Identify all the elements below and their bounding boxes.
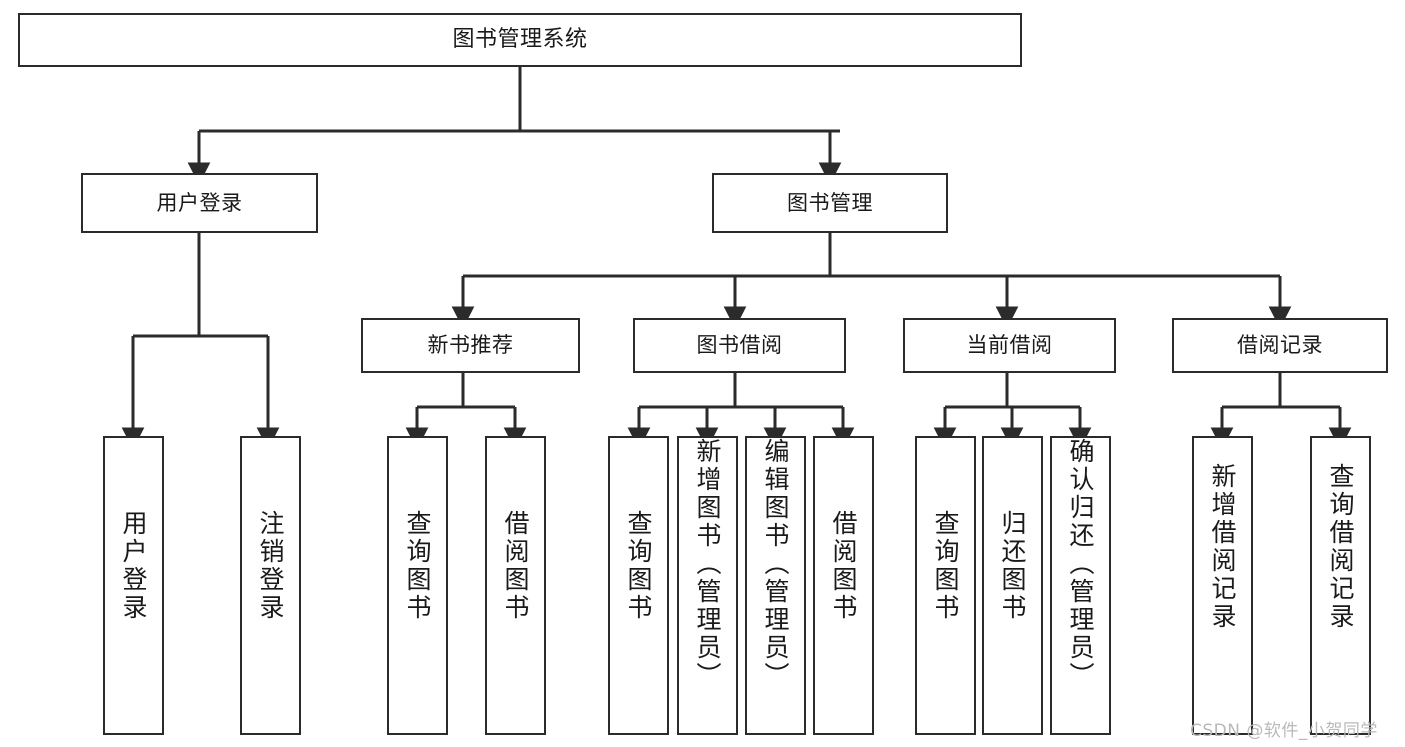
node-user-login-label: 用户登录 [156,190,243,215]
leaf-book-borrow-borrow-book[interactable]: 借阅图书 [813,436,874,735]
leaf-new-book-borrow-book[interactable]: 借阅图书 [485,436,546,735]
node-book-borrow-label: 图书借阅 [696,333,783,358]
leaf-book-borrow-borrow-book-label: 借阅图书 [829,510,858,622]
leaf-current-borrow-query-book[interactable]: 查询图书 [915,436,976,735]
csdn-watermark: CSDN @软件_小贺同学 [1190,721,1378,741]
node-current-borrow[interactable]: 当前借阅 [903,318,1116,373]
node-book-borrow[interactable]: 图书借阅 [633,318,846,373]
leaf-current-borrow-confirm-return-admin-label: 确认归还（管理员） [1066,438,1095,690]
node-root-system-label: 图书管理系统 [452,27,588,53]
leaf-user-login-logout[interactable]: 注销登录 [240,436,301,735]
leaf-current-borrow-query-book-label: 查询图书 [931,510,960,622]
leaf-new-book-query-book[interactable]: 查询图书 [387,436,448,735]
leaf-new-book-query-book-label: 查询图书 [403,510,432,622]
leaf-current-borrow-return-book-label: 归还图书 [998,510,1027,622]
leaf-book-borrow-query-book-label: 查询图书 [624,510,653,622]
node-borrow-record[interactable]: 借阅记录 [1172,318,1388,373]
leaf-borrow-record-query-record[interactable]: 查询借阅记录 [1310,436,1371,735]
leaf-book-borrow-edit-book-admin-label: 编辑图书（管理员） [761,438,790,690]
leaf-borrow-record-add-record[interactable]: 新增借阅记录 [1192,436,1253,735]
leaf-borrow-record-query-record-label: 查询借阅记录 [1326,463,1355,631]
leaf-user-login-login[interactable]: 用户登录 [103,436,164,735]
leaf-book-borrow-edit-book-admin[interactable]: 编辑图书（管理员） [745,436,806,735]
node-book-management[interactable]: 图书管理 [712,173,948,233]
leaf-current-borrow-confirm-return-admin[interactable]: 确认归还（管理员） [1050,436,1111,735]
leaf-user-login-login-label: 用户登录 [119,510,148,622]
leaf-current-borrow-return-book[interactable]: 归还图书 [982,436,1043,735]
leaf-new-book-borrow-book-label: 借阅图书 [501,510,530,622]
node-book-management-label: 图书管理 [787,190,873,215]
node-user-login[interactable]: 用户登录 [81,173,318,233]
leaf-book-borrow-add-book-admin[interactable]: 新增图书（管理员） [677,436,738,735]
node-new-book-recommend[interactable]: 新书推荐 [361,318,580,373]
leaf-book-borrow-add-book-admin-label: 新增图书（管理员） [693,438,722,690]
leaf-borrow-record-add-record-label: 新增借阅记录 [1208,463,1237,631]
node-borrow-record-label: 借阅记录 [1237,333,1323,358]
node-root-system[interactable]: 图书管理系统 [18,13,1022,67]
node-current-borrow-label: 当前借阅 [966,333,1053,358]
node-new-book-recommend-label: 新书推荐 [427,333,514,358]
leaf-book-borrow-query-book[interactable]: 查询图书 [608,436,669,735]
leaf-user-login-logout-label: 注销登录 [256,510,285,622]
